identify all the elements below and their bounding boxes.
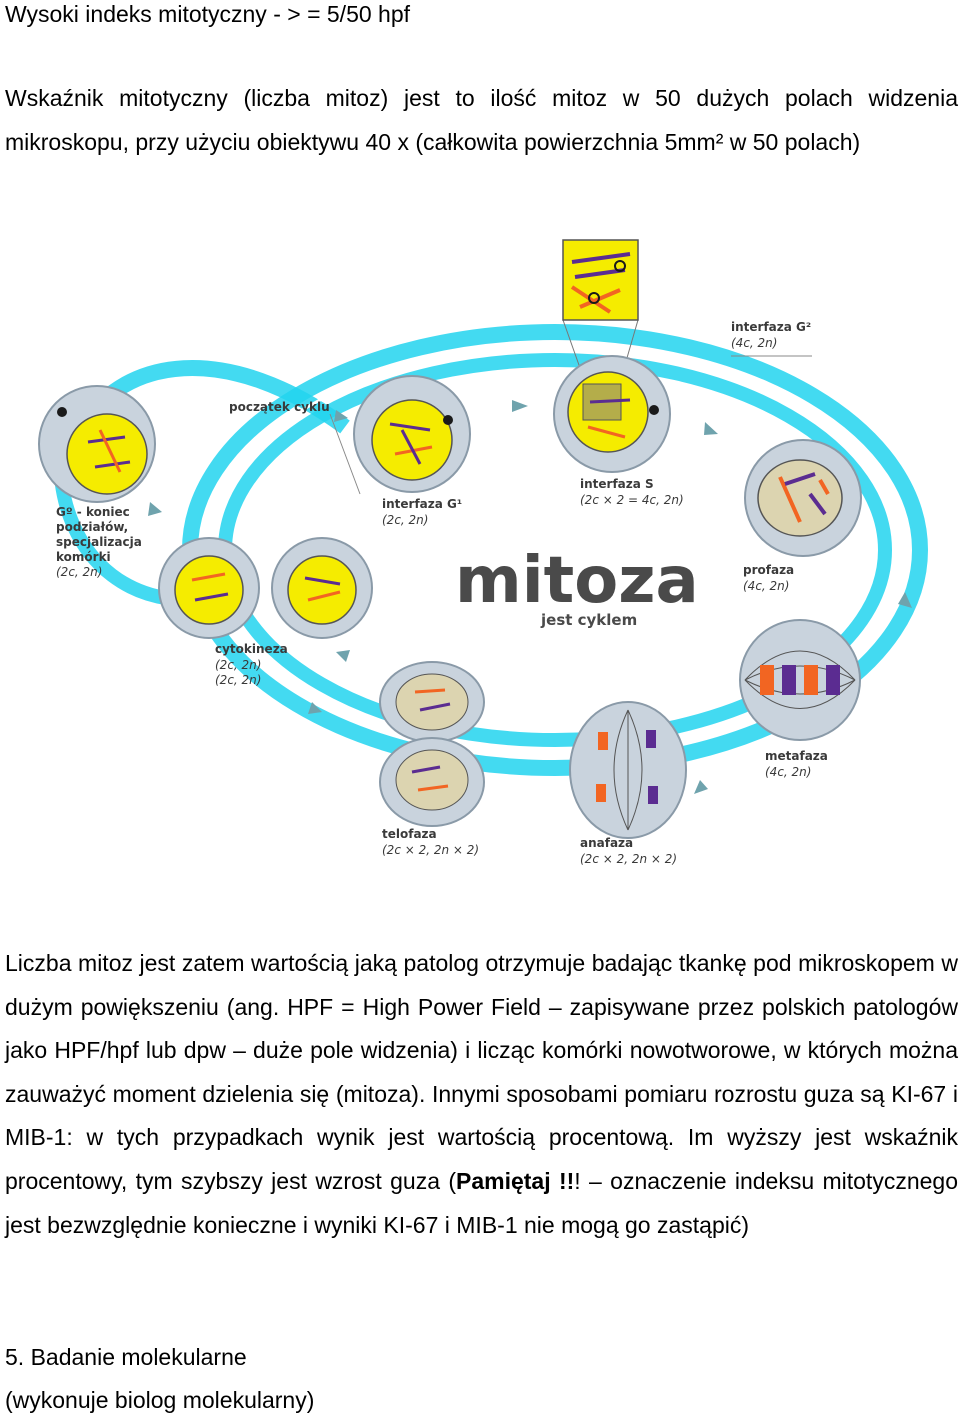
label-metafaza-sub: (4c, 2n) [765, 765, 811, 779]
label-g1: interfaza G¹ [382, 497, 462, 511]
label-g0-sub: (2c, 2n) [56, 565, 102, 579]
cell-metafaza [739, 619, 861, 741]
label-cytokineza-sub1: (2c, 2n) [215, 658, 261, 672]
remember-bold: Pamiętaj !! [456, 1167, 575, 1194]
cell-g1 [353, 375, 471, 493]
label-profaza: profaza [743, 563, 794, 577]
cell-s [553, 239, 671, 473]
label-cytokineza-sub2: (2c, 2n) [215, 673, 261, 687]
mitotic-index-line: Wysoki indeks mitotyczny - > = 5/50 hpf [5, 1, 411, 27]
label-telofaza: telofaza [382, 827, 437, 841]
label-s: interfaza S [580, 477, 654, 491]
cell-anafaza [569, 701, 687, 839]
section-5-heading: 5. Badanie molekularne [5, 1344, 247, 1370]
label-g0-4: komórki [56, 550, 111, 564]
label-cytokineza: cytokineza [215, 642, 288, 656]
label-g2-sub: (4c, 2n) [731, 336, 777, 350]
cell-g0 [38, 385, 156, 503]
label-metafaza: metafaza [765, 749, 828, 763]
cell-profaza [744, 439, 862, 557]
cycle-arrows [148, 400, 912, 794]
diagram-subtitle: jest cyklem [540, 611, 637, 629]
label-g0-3: specjalizacja [56, 535, 142, 549]
diagram-title: mitoza [455, 544, 699, 618]
section-5-subheading: (wykonuje biolog molekularny) [5, 1387, 315, 1413]
label-g0-1: Gº - koniec [56, 505, 130, 519]
paragraph-text-b: ! – oznaczenie indeksu mitotycznego jest… [5, 1167, 958, 1238]
start-pointer [329, 413, 361, 495]
label-s-sub: (2c × 2 = 4c, 2n) [580, 493, 684, 507]
label-anafaza: anafaza [580, 836, 633, 850]
mitotic-index-definition: Wskaźnik mitotyczny (liczba mitoz) jest … [5, 85, 958, 155]
mitosis-count-paragraph: Liczba mitoz jest zatem wartością jaką p… [5, 942, 958, 1247]
label-profaza-sub: (4c, 2n) [743, 579, 789, 593]
label-start: początek cyklu [229, 400, 330, 414]
paragraph-text-a: Liczba mitoz jest zatem wartością jaką p… [5, 950, 958, 1194]
label-telofaza-sub: (2c × 2, 2n × 2) [382, 843, 479, 857]
label-g2: interfaza G² [731, 320, 811, 334]
label-g1-sub: (2c, 2n) [382, 513, 428, 527]
label-g0-2: podziałów, [56, 520, 128, 534]
cell-cytokineza [158, 537, 373, 639]
label-anafaza-sub: (2c × 2, 2n × 2) [580, 852, 677, 866]
cell-telofaza [379, 661, 485, 827]
mitosis-cycle-diagram: mitoza jest cyklem Gº - koniec podziałów… [38, 239, 928, 866]
